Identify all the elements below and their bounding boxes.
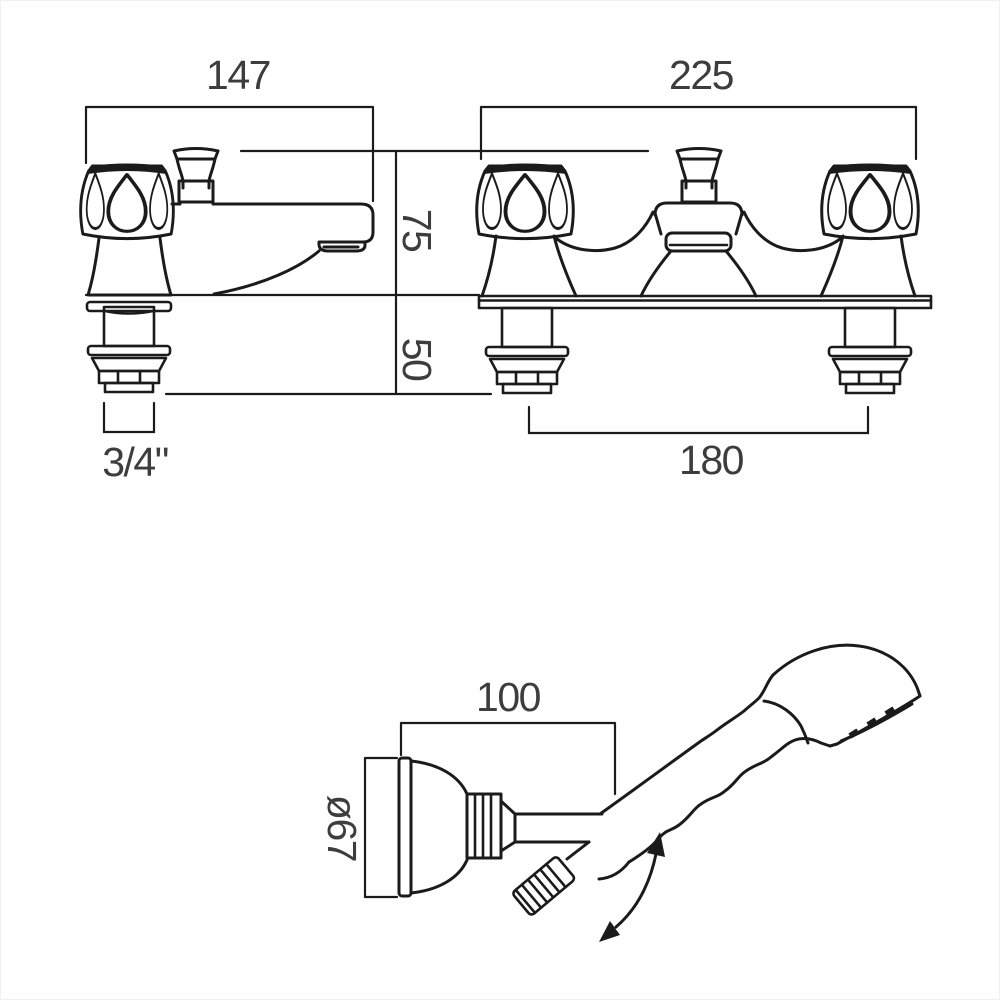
dim-100-lines [399, 721, 617, 796]
front-right-tail [827, 306, 913, 395]
front-left-tail [484, 306, 570, 395]
side-tail [86, 305, 172, 394]
front-outlet-lip [664, 231, 733, 253]
front-right-yoke [742, 210, 842, 253]
handset-collar-rings [465, 792, 503, 860]
handset-faceplate [397, 756, 413, 898]
dim-label-50: 50 [394, 338, 440, 381]
dim-label-147: 147 [206, 52, 270, 98]
front-view [477, 147, 933, 395]
side-deck-flange [85, 300, 173, 313]
handset-view [397, 643, 922, 942]
side-spout [170, 202, 375, 296]
dim-label-225: 225 [669, 52, 734, 98]
dim-label-180: 180 [679, 437, 744, 483]
handset-spray-nozzles [848, 706, 896, 739]
dim-three-quarter-lines [102, 401, 156, 434]
dim-label-75: 75 [394, 209, 440, 252]
dim-180-lines [527, 405, 870, 435]
side-view [81, 147, 375, 394]
handset-cone-stem [499, 799, 604, 853]
handset-head-bonnet [771, 643, 922, 698]
dim-label-three-quarter: 3/4" [102, 439, 168, 485]
dim-vertical-chain-lines [84, 149, 650, 396]
side-diverter-knob [172, 147, 220, 204]
front-left-knob [477, 164, 573, 239]
pivot-arrow [599, 832, 665, 942]
side-flange-curve [103, 309, 155, 315]
front-left-yoke [555, 210, 655, 253]
front-right-skirt [819, 234, 917, 298]
front-diverter-knob [675, 147, 723, 204]
front-right-knob [822, 164, 918, 239]
dim-label-67: ø67 [319, 795, 365, 861]
handset-handle-bottom-edge [627, 737, 832, 864]
front-left-skirt [480, 234, 578, 298]
dimension-annotations: 147 225 75 50 3/4" 180 100 ø67 [84, 52, 918, 899]
handset-elbow [565, 840, 631, 881]
dim-67-lines [363, 756, 399, 899]
handset-spray-face [828, 694, 922, 748]
side-body-skirt [86, 236, 173, 297]
dim-147-lines [84, 105, 375, 203]
handset-head-dome [409, 759, 469, 895]
handset-hose-connector [512, 856, 576, 916]
handset-handle-top-edge [598, 673, 775, 816]
handset-neck-crease [762, 699, 810, 745]
handset-collar-ring-lines [473, 794, 493, 858]
side-handle-knob [81, 164, 174, 239]
dim-label-100: 100 [476, 674, 541, 720]
front-deck-plate [477, 294, 933, 310]
